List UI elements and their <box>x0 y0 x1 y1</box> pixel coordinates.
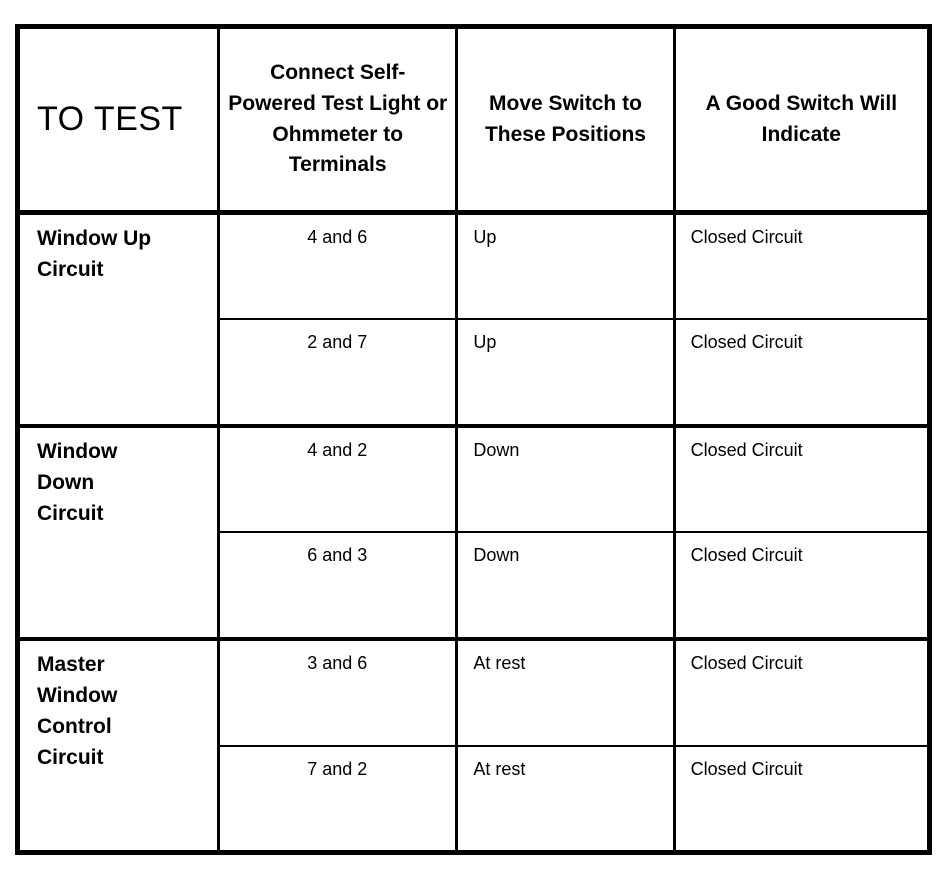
column-header-terminals: Connect Self- Powered Test Light or Ohmm… <box>218 26 459 215</box>
indication-cell: Closed Circuit <box>674 319 930 428</box>
terminals-cell: 6 and 3 <box>218 532 459 642</box>
table-row: 6 and 3 Down Closed Circuit <box>18 532 930 642</box>
switch-position-cell: Up <box>456 212 676 321</box>
switch-position-cell: Up <box>456 319 676 428</box>
indication-cell: Closed Circuit <box>674 745 930 855</box>
table-header: TO TEST Connect Self- Powered Test Light… <box>17 26 930 215</box>
terminals-cell: 3 and 6 <box>218 639 459 747</box>
column-header-good-switch-indicate: A Good Switch Will Indicate <box>674 26 930 215</box>
switch-position-cell: At rest <box>456 639 676 747</box>
header-row: TO TEST Connect Self- Powered Test Light… <box>17 26 930 215</box>
table-row: 2 and 7 Up Closed Circuit <box>18 319 930 428</box>
column-header-to-test: TO TEST <box>17 26 221 215</box>
terminals-cell: 4 and 2 <box>218 425 459 534</box>
switch-test-table: TO TEST Connect Self- Powered Test Light… <box>15 24 932 855</box>
table-row: Window Up Circuit 4 and 6 Up Closed Circ… <box>17 212 930 428</box>
circuit-name-cell: Master Window Control Circuit <box>17 639 221 855</box>
switch-position-cell: Down <box>456 425 676 534</box>
terminals-cell: 4 and 6 <box>218 212 459 321</box>
table-row: Window Down Circuit 4 and 2 Down Closed … <box>17 425 930 642</box>
terminals-cell: 2 and 7 <box>218 319 459 428</box>
indication-cell: Closed Circuit <box>674 639 930 747</box>
switch-position-cell: Down <box>456 532 676 642</box>
table-row: 7 and 2 At rest Closed Circuit <box>18 745 930 855</box>
circuit-name-cell: Window Down Circuit <box>17 425 221 642</box>
indication-cell: Closed Circuit <box>674 425 930 534</box>
column-header-switch-positions: Move Switch to These Positions <box>456 26 676 215</box>
indication-cell: Closed Circuit <box>674 212 930 321</box>
table-row: Master Window Control Circuit 3 and 6 At… <box>17 639 930 855</box>
indication-cell: Closed Circuit <box>674 532 930 642</box>
circuit-name-cell: Window Up Circuit <box>17 212 221 428</box>
switch-position-cell: At rest <box>456 745 676 855</box>
terminals-cell: 7 and 2 <box>218 745 459 855</box>
table-body: Window Up Circuit 4 and 6 Up Closed Circ… <box>17 212 930 855</box>
